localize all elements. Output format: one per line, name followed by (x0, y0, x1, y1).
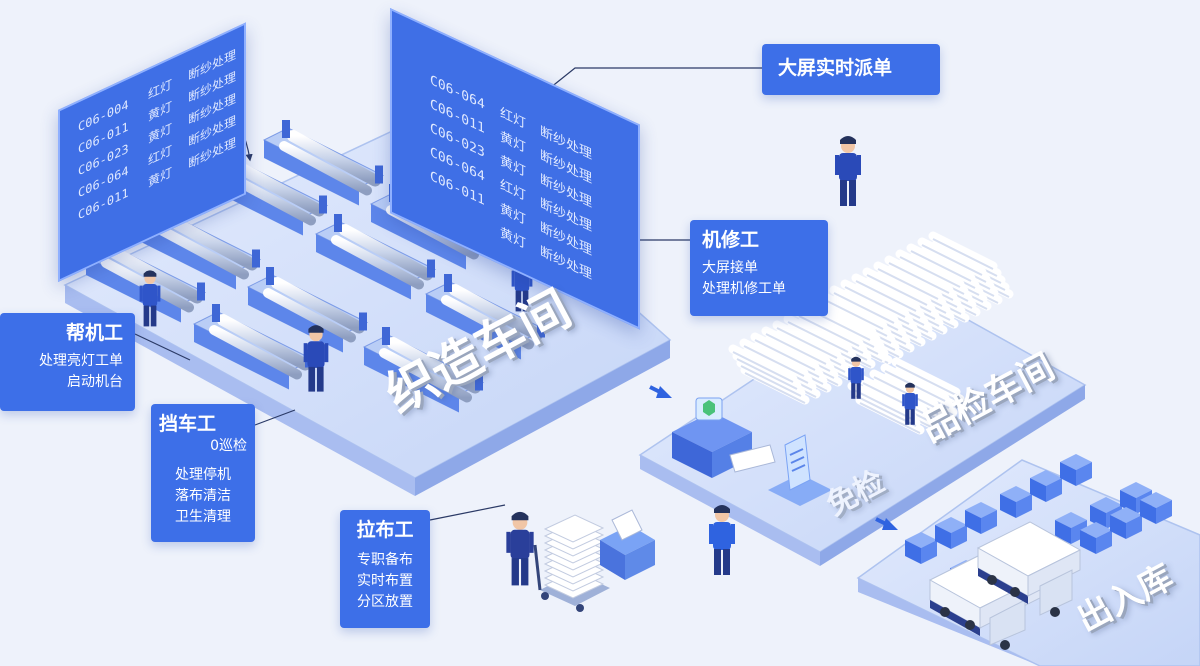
worker-figure (709, 505, 735, 575)
storage-bin (1000, 486, 1032, 518)
storage-bin (965, 502, 997, 534)
fabric-sheet (543, 514, 605, 543)
callout-dispatch: 大屏实时派单 (762, 44, 940, 95)
worker-figure (835, 136, 861, 206)
storage-bin (1080, 522, 1112, 554)
callout-hauler-title: 拉布工 (356, 519, 414, 541)
storage-bin (1060, 454, 1092, 486)
callout-operator-title: 挡车工 (159, 413, 217, 435)
callout-mechanic-title: 机修工 (702, 229, 760, 251)
callout-hauler: 拉布工 专职备布 实时布置 分区放置 (340, 510, 430, 628)
callout-operator-line: 落布清洁 (175, 488, 231, 504)
worker-figure (506, 511, 534, 586)
callout-dispatch-title: 大屏实时派单 (778, 57, 893, 79)
fabric-trolley (533, 514, 610, 612)
callout-mechanic: 机修工 大屏接单 处理机修工单 (690, 220, 828, 316)
printer-machine (600, 509, 655, 580)
loom-machine (424, 274, 547, 360)
loom-machine (192, 304, 315, 390)
callout-operator-line: 处理停机 (175, 467, 231, 483)
callout-helper-line: 启动机台 (67, 374, 123, 390)
storage-bin (1030, 470, 1062, 502)
inspection-machine (672, 397, 776, 478)
callout-hauler-line: 分区放置 (357, 594, 413, 610)
callout-helper-title: 帮机工 (65, 322, 123, 344)
truck-icon (976, 521, 1082, 617)
loom-machine (314, 214, 437, 300)
worker-figure (902, 382, 918, 425)
worker-figure (303, 325, 329, 392)
storage-bin (905, 532, 937, 564)
callout-operator: 挡车工 0巡检 处理停机 落布清洁 卫生清理 (151, 404, 255, 542)
loom-machine (362, 327, 485, 413)
worker-figure (848, 356, 864, 399)
callout-helper-line: 处理亮灯工单 (39, 353, 123, 369)
callout-operator-line: 0巡检 (210, 438, 247, 454)
flow-arrow-icon (875, 517, 898, 530)
callout-mechanic-line: 处理机修工单 (702, 281, 786, 297)
callout-helper: 帮机工 处理亮灯工单 启动机台 (0, 313, 135, 411)
document-icon (768, 434, 832, 506)
callout-operator-line: 卫生清理 (175, 509, 231, 525)
callout-hauler-line: 专职备布 (357, 552, 413, 568)
worker-figure (139, 270, 161, 327)
callout-hauler-line: 实时布置 (357, 573, 413, 589)
storage-bin (1140, 492, 1172, 524)
callout-mechanic-line: 大屏接单 (702, 260, 758, 276)
storage-bin (1110, 507, 1142, 539)
loom-machine (262, 120, 385, 206)
flow-arrow-icon (649, 385, 672, 398)
storage-bin (935, 517, 967, 549)
